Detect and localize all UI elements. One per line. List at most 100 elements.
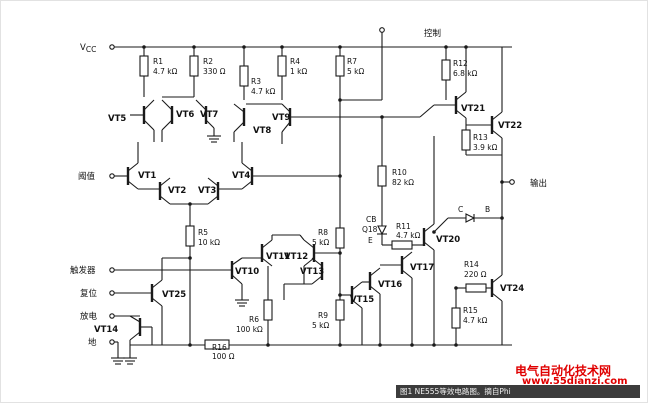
r4-value: 1 kΩ bbox=[290, 67, 307, 76]
diode-cb bbox=[433, 213, 502, 233]
resistor-r3 bbox=[239, 47, 249, 100]
resistor-r14 bbox=[456, 283, 492, 293]
resistor-r2 bbox=[189, 47, 199, 97]
vt24-label: VT24 bbox=[500, 284, 524, 294]
resistor-r4 bbox=[277, 47, 287, 100]
r12-name: R12 bbox=[453, 59, 468, 68]
vt22-label: VT22 bbox=[498, 121, 522, 131]
r11-value: 4.7 kΩ bbox=[396, 231, 421, 240]
r3-name: R3 bbox=[251, 77, 261, 86]
junction-dots bbox=[142, 45, 504, 347]
r10-name: R10 bbox=[392, 168, 407, 177]
vt25-label: VT25 bbox=[162, 290, 186, 300]
transistor-vt14 bbox=[123, 315, 153, 365]
threshold-wire bbox=[109, 173, 128, 179]
transistor-vt6 bbox=[161, 96, 194, 142]
discharge-wire bbox=[109, 313, 140, 319]
c-label: C bbox=[458, 205, 463, 214]
transistor-vt7 bbox=[195, 99, 221, 143]
transistor-vt9 bbox=[246, 103, 420, 144]
control-wire bbox=[340, 27, 385, 101]
r11-name: R11 bbox=[396, 222, 411, 231]
resistor-r8 bbox=[335, 227, 345, 300]
vt8-label: VT8 bbox=[253, 126, 271, 136]
r10-value: 82 kΩ bbox=[392, 178, 414, 187]
control-pin-label: 控制 bbox=[424, 28, 441, 39]
r7-value: 5 kΩ bbox=[347, 67, 364, 76]
r14-name: R14 bbox=[464, 260, 479, 269]
output-wire bbox=[502, 179, 515, 185]
transistor-vt8 bbox=[233, 103, 246, 142]
transistor-vt22 bbox=[466, 47, 503, 268]
r13-value: 3.9 kΩ bbox=[473, 143, 498, 152]
r9-name: R9 bbox=[318, 311, 328, 320]
r15-value: 4.7 kΩ bbox=[463, 316, 488, 325]
vt2-label: VT2 bbox=[168, 186, 186, 196]
resistor-r5 bbox=[185, 204, 195, 345]
transistor-vt1 bbox=[126, 142, 160, 190]
r2-value: 330 Ω bbox=[203, 67, 226, 76]
r4-name: R4 bbox=[290, 57, 300, 66]
r1-name: R1 bbox=[153, 57, 163, 66]
reset-wire bbox=[109, 290, 152, 296]
transistor-vt25 bbox=[150, 257, 190, 345]
transistor-vt13 bbox=[283, 257, 324, 300]
transistor-vt5 bbox=[130, 99, 155, 142]
r3-value: 4.7 kΩ bbox=[251, 87, 276, 96]
watermark-site-name: 电气自动化技术网 bbox=[515, 364, 612, 378]
vt12-label: VT12 bbox=[284, 252, 308, 262]
threshold-pin-label: 阈值 bbox=[78, 171, 96, 182]
vt5-label: VT5 bbox=[108, 114, 126, 124]
transistor-vt15 bbox=[340, 281, 363, 345]
resistor-r15 bbox=[451, 288, 461, 345]
resistor-r9 bbox=[335, 299, 345, 345]
vcc-label: VCC bbox=[80, 43, 96, 54]
resistor-r10 bbox=[377, 117, 387, 226]
reset-pin-label: 复位 bbox=[80, 288, 98, 299]
vt3-label: VT3 bbox=[198, 186, 216, 196]
vt16-label: VT16 bbox=[378, 280, 402, 290]
resistor-r16 bbox=[204, 339, 230, 350]
r6-name: R6 bbox=[249, 315, 259, 324]
vt1-label: VT1 bbox=[138, 171, 156, 181]
diode-q18 bbox=[377, 225, 387, 245]
q18-label: Q18 bbox=[362, 225, 378, 234]
r8-value: 5 kΩ bbox=[312, 238, 329, 247]
r5-value: 10 kΩ bbox=[198, 238, 220, 247]
r1-value: 4.7 kΩ bbox=[153, 67, 178, 76]
vt7-label: VT7 bbox=[200, 110, 218, 120]
transistor-vt17 bbox=[380, 251, 413, 345]
resistor-r6 bbox=[263, 299, 273, 345]
trigger-pin-label: 触发器 bbox=[70, 265, 96, 276]
transistor-vt16 bbox=[362, 267, 381, 345]
watermark-site-url: www.55dianzi.com bbox=[522, 376, 628, 387]
trigger-wire bbox=[109, 267, 232, 273]
r9-value: 5 kΩ bbox=[312, 321, 329, 330]
vt17-label: VT17 bbox=[410, 263, 434, 273]
transistor-vt3 bbox=[190, 177, 220, 205]
e-label: E bbox=[368, 236, 373, 245]
resistor-r11 bbox=[382, 240, 424, 250]
b-label: B bbox=[485, 205, 490, 214]
vt15-label: VT15 bbox=[350, 295, 374, 305]
figure-caption: 图1 NE555等效电路图。摘自Phi bbox=[396, 385, 640, 398]
resistor-r13 bbox=[461, 128, 502, 156]
output-pin-label: 输出 bbox=[530, 178, 547, 189]
vt6-label: VT6 bbox=[176, 110, 194, 120]
vt14-label: VT14 bbox=[94, 325, 118, 335]
discharge-pin-label: 放电 bbox=[80, 311, 98, 322]
vcc-rail bbox=[109, 44, 512, 50]
transistor-vt21 bbox=[419, 47, 467, 128]
transistor-vt10 bbox=[230, 257, 262, 307]
r15-name: R15 bbox=[463, 306, 478, 315]
transistor-vt4 bbox=[218, 142, 340, 190]
vt10-label: VT10 bbox=[235, 267, 259, 277]
vt13-label: VT13 bbox=[300, 267, 324, 277]
r13-name: R13 bbox=[473, 133, 488, 142]
resistor-r1 bbox=[139, 47, 149, 97]
ground-wire bbox=[109, 339, 125, 365]
vt21-label: VT21 bbox=[461, 104, 485, 114]
r6-value: 100 kΩ bbox=[236, 325, 263, 334]
